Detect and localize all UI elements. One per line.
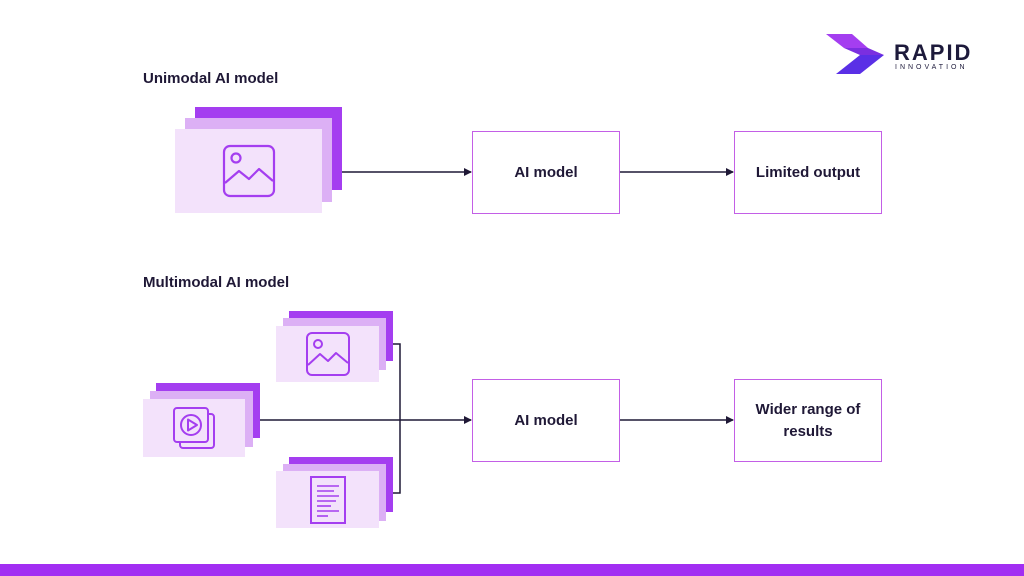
unimodal-ai-model-box: AI model	[472, 131, 620, 214]
stack-layer-front	[175, 129, 322, 213]
video-icon	[173, 407, 215, 449]
unimodal-output-box: Limited output	[734, 131, 882, 214]
multimodal-title: Multimodal AI model	[143, 274, 290, 291]
bottom-accent-bar	[0, 564, 1024, 576]
multimodal-ai-model-box: AI model	[472, 379, 620, 462]
brand-logo: RAPID INNOVATION	[826, 34, 986, 76]
multimodal-output-line2: results	[783, 422, 833, 440]
unimodal-output-label: Limited output	[755, 163, 861, 181]
multimodal-output-line1: Wider range of	[755, 400, 861, 418]
multimodal-bracket-connector	[393, 343, 401, 494]
logo-mark-icon	[826, 34, 884, 74]
logo-subtitle: INNOVATION	[895, 64, 968, 71]
document-icon	[309, 475, 346, 524]
image-icon	[305, 332, 350, 376]
stack-layer-front	[276, 471, 379, 528]
multimodal-output-box: Wider range of results	[734, 379, 882, 462]
stack-layer-front	[276, 326, 379, 382]
unimodal-ai-model-label: AI model	[514, 163, 578, 181]
stack-layer-front	[143, 399, 245, 457]
multimodal-ai-model-label: AI model	[514, 411, 578, 429]
logo-word: RAPID	[894, 40, 973, 65]
image-icon	[222, 144, 275, 198]
unimodal-title: Unimodal AI model	[143, 70, 279, 87]
